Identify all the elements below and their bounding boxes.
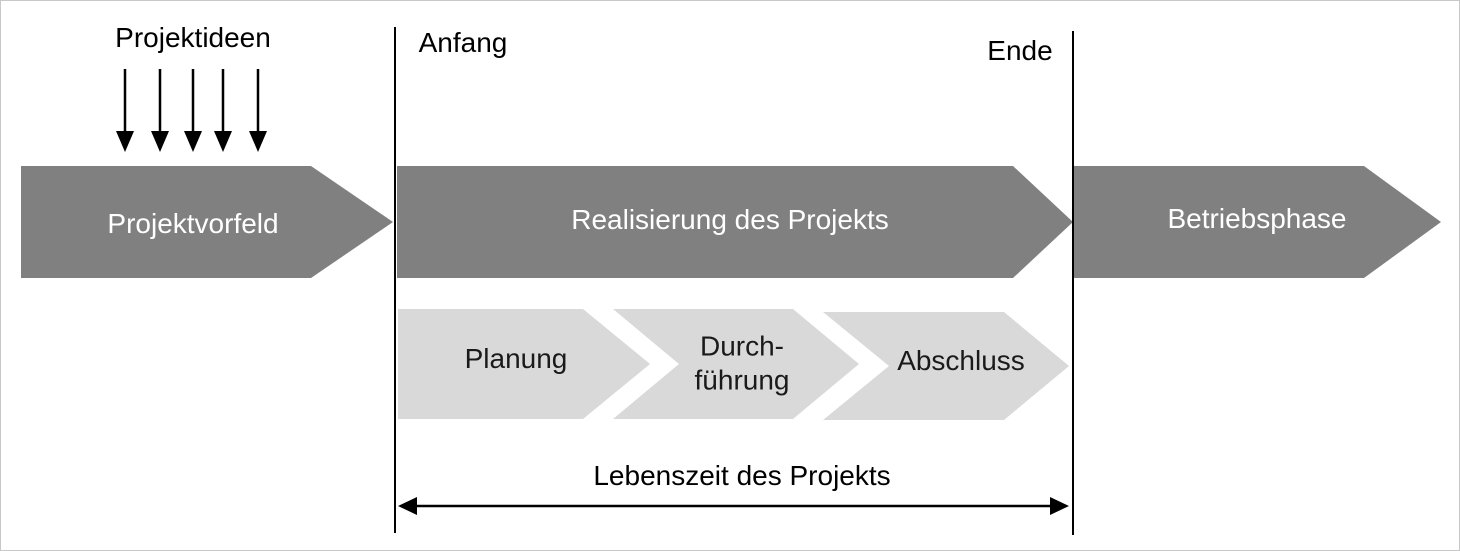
subphase-abschluss-label: Abschluss <box>897 345 1025 376</box>
lifetime-label: Lebenszeit des Projekts <box>593 460 891 491</box>
idea-arrow <box>116 69 134 152</box>
phase-betrieb-label: Betriebsphase <box>1167 203 1347 234</box>
subphase-durchfuehrung-line1: Durch- <box>699 330 784 362</box>
subphase-durchfuehrung-line2: führung <box>694 364 790 395</box>
phase-vorfeld-shape <box>21 166 393 278</box>
subphase-planung-label: Planung <box>464 343 568 374</box>
subphase-abschluss-shape <box>823 312 1069 420</box>
idea-arrow <box>151 69 169 152</box>
phase-realisierung-label: Realisierung des Projekts <box>571 204 889 235</box>
subphase-planung-shape <box>398 309 650 419</box>
phase-realisierung-shape <box>397 166 1073 278</box>
subphase-durchfuehrung-label: Durch- führung <box>695 329 790 396</box>
phase-vorfeld-label: Projektvorfeld <box>107 208 279 239</box>
idea-arrow <box>184 69 202 152</box>
idea-arrows <box>116 69 267 152</box>
ende-label: Ende <box>987 35 1053 66</box>
subphase-durchfuehrung-shape <box>613 309 859 419</box>
idea-arrow <box>214 69 232 152</box>
idea-arrow <box>249 69 267 152</box>
phase-betrieb-shape <box>1074 166 1441 278</box>
lifetime-arrow <box>398 497 1069 515</box>
anfang-label: Anfang <box>418 27 508 58</box>
ideas-label: Projektideen <box>115 22 271 53</box>
